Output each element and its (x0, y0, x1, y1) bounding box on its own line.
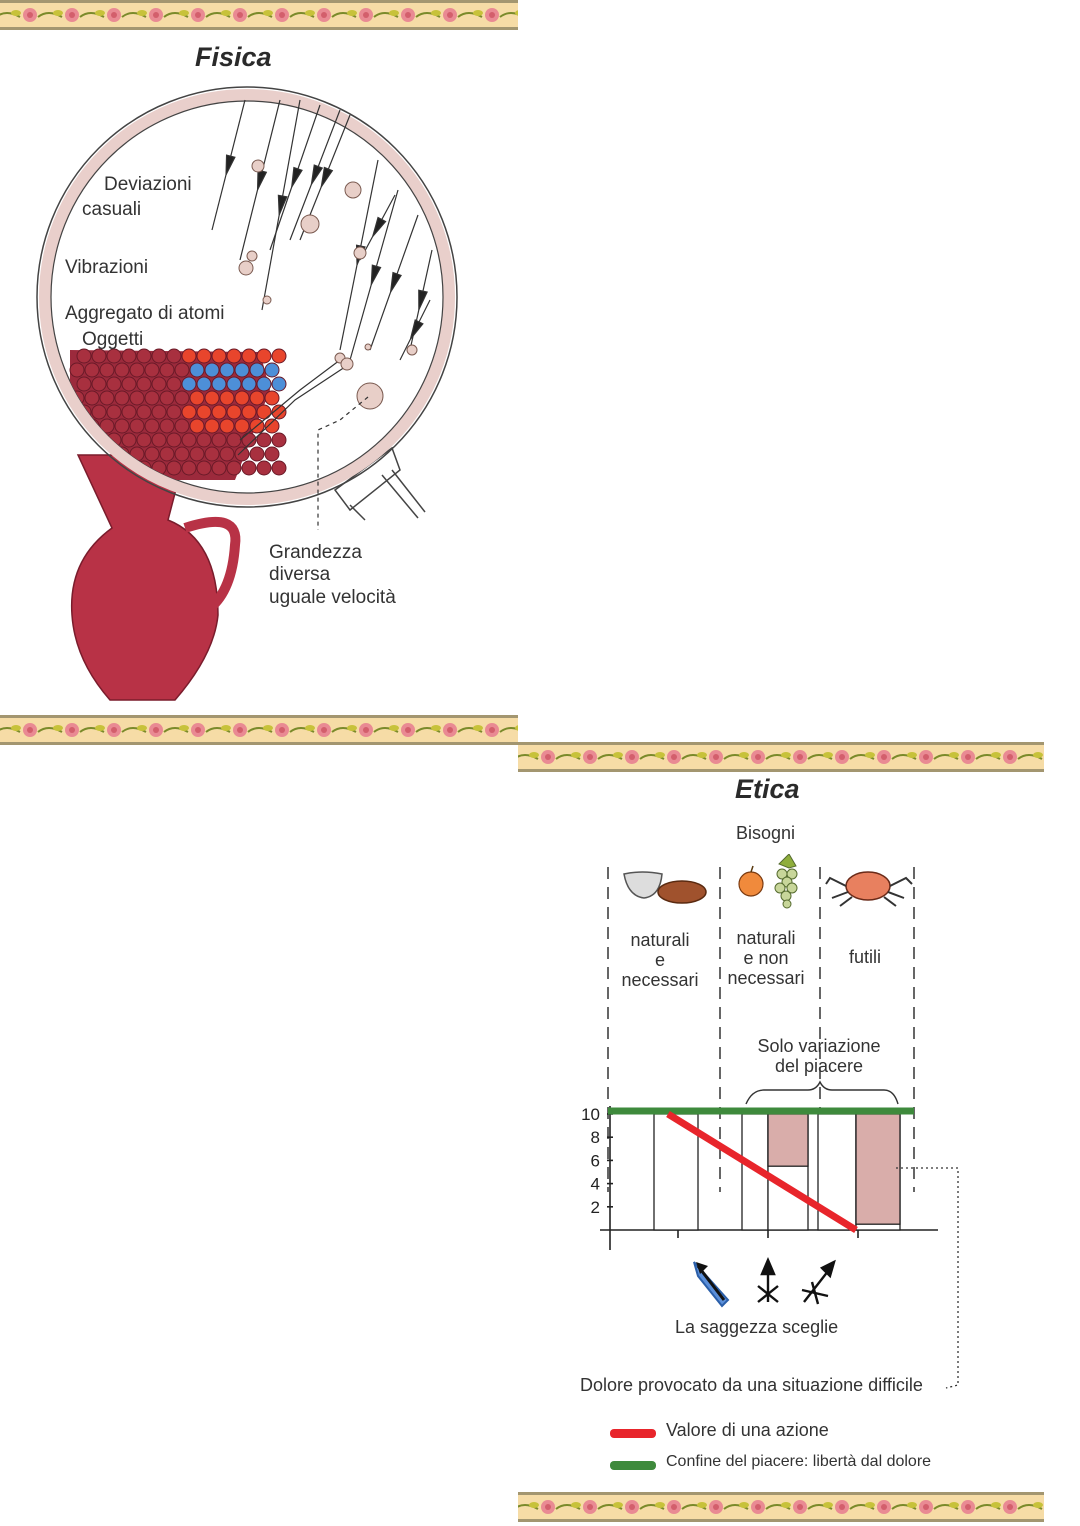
vase-icon (70, 454, 241, 701)
floral-border-top (518, 742, 1044, 772)
bisogni-label: Bisogni (736, 823, 796, 843)
rejected-arrow-icon (757, 1256, 779, 1303)
bar-outline (653, 1113, 699, 1231)
floral-pattern-icon (518, 1500, 1043, 1514)
label-grandezza: Grandezza (269, 542, 362, 563)
dolore-label: Dolore provocato da una situazione diffi… (580, 1375, 923, 1395)
rejected-arrow-icon (801, 1259, 836, 1305)
column-label-futili: futili (848, 947, 881, 967)
label-aggregato: Aggregato di atomi (65, 303, 225, 324)
saggezza-label: La saggezza sceglie (675, 1317, 839, 1337)
y-tick-label: 10 (581, 1105, 600, 1124)
choice-arrows (693, 1256, 836, 1308)
floral-pattern-icon (0, 723, 518, 737)
solo-variazione-label: Solo variazione del piacere (757, 1036, 881, 1076)
label-vibrazioni: Vibrazioni (65, 257, 149, 278)
legend-label-confine: Confine del piacere: libertà dal dolore (666, 1453, 932, 1470)
fisica-title: Fisica (195, 42, 272, 72)
floral-pattern-icon (518, 750, 1043, 764)
floral-border-bottom (0, 715, 518, 745)
chosen-arrow-icon (693, 1261, 730, 1308)
column-label-non-necessari: naturali e non necessari (727, 928, 805, 988)
label-oggetti: Oggetti (82, 329, 144, 350)
fisica-panel: Fisica Deviazioni casuali Vibrazion (0, 0, 518, 745)
label-diversa: diversa (269, 564, 331, 585)
legend-label-valore: Valore di una azione (666, 1420, 829, 1440)
bowl-bread-icon (623, 871, 707, 904)
dolore-leader (896, 1167, 959, 1389)
apple-grapes-icon (738, 854, 798, 909)
legend-swatch-green (610, 1461, 656, 1470)
etica-title: Etica (735, 774, 800, 804)
dolore-bar (855, 1113, 901, 1225)
magnifier-illustration (36, 86, 458, 701)
floral-border-top (0, 0, 518, 30)
y-tick-label: 6 (591, 1151, 600, 1170)
floral-border-bottom (518, 1492, 1044, 1522)
label-velocita: uguale velocità (269, 587, 396, 608)
brace (745, 1080, 899, 1105)
label-casuali: casuali (82, 199, 142, 220)
label-deviazioni: Deviazioni (104, 174, 192, 195)
crab-icon (825, 871, 913, 907)
floral-pattern-icon (0, 8, 518, 22)
action-value-line (666, 1111, 858, 1233)
etica-panel: Etica Bisogni naturali e necessari natur… (518, 742, 1044, 1526)
y-tick-label: 4 (591, 1175, 600, 1194)
dolore-bar (767, 1113, 809, 1167)
pleasure-chart: 10 8 6 4 2 (581, 867, 959, 1389)
y-tick-label: 8 (591, 1128, 600, 1147)
legend-swatch-red (610, 1429, 656, 1438)
y-tick-label: 2 (591, 1198, 600, 1217)
column-label-necessari: naturali e necessari (621, 930, 699, 990)
